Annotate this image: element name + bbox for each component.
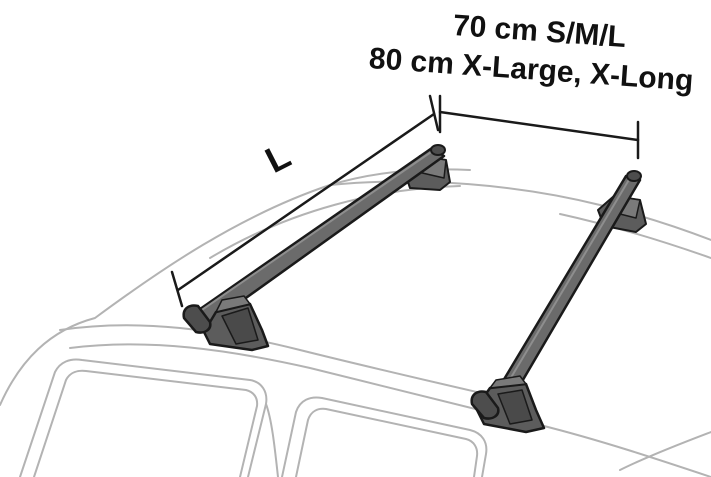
rear-bar-far-cap (626, 170, 642, 182)
length-dimension-line (176, 112, 436, 292)
rear-bar-near-cap (470, 390, 500, 420)
car-roof-side-edge (59, 324, 521, 403)
rear-bar-near-foot (474, 375, 546, 434)
front-bar-near-foot (202, 295, 270, 352)
car-rear-edge (619, 431, 711, 471)
spacing-dimension (438, 94, 640, 160)
car-front-window-inner (33, 369, 259, 477)
front-roof-bar (182, 144, 451, 352)
car-roof-side-edge-2 (69, 343, 711, 477)
length-dimension (170, 94, 440, 308)
rear-roof-bar (470, 170, 647, 434)
spacing-dimension-line (438, 110, 640, 142)
car-b-pillar (265, 403, 279, 477)
car-rear-window-inner (295, 407, 479, 477)
car-roof-edge (0, 168, 471, 406)
car-rear-window (281, 396, 488, 477)
length-tick-left (170, 270, 184, 308)
front-bar-near-cap (182, 304, 212, 334)
front-bar-far-cap (430, 144, 446, 156)
length-tick-right (428, 94, 440, 132)
car-front-window (19, 358, 268, 477)
car-roof-right-edge (559, 213, 711, 259)
